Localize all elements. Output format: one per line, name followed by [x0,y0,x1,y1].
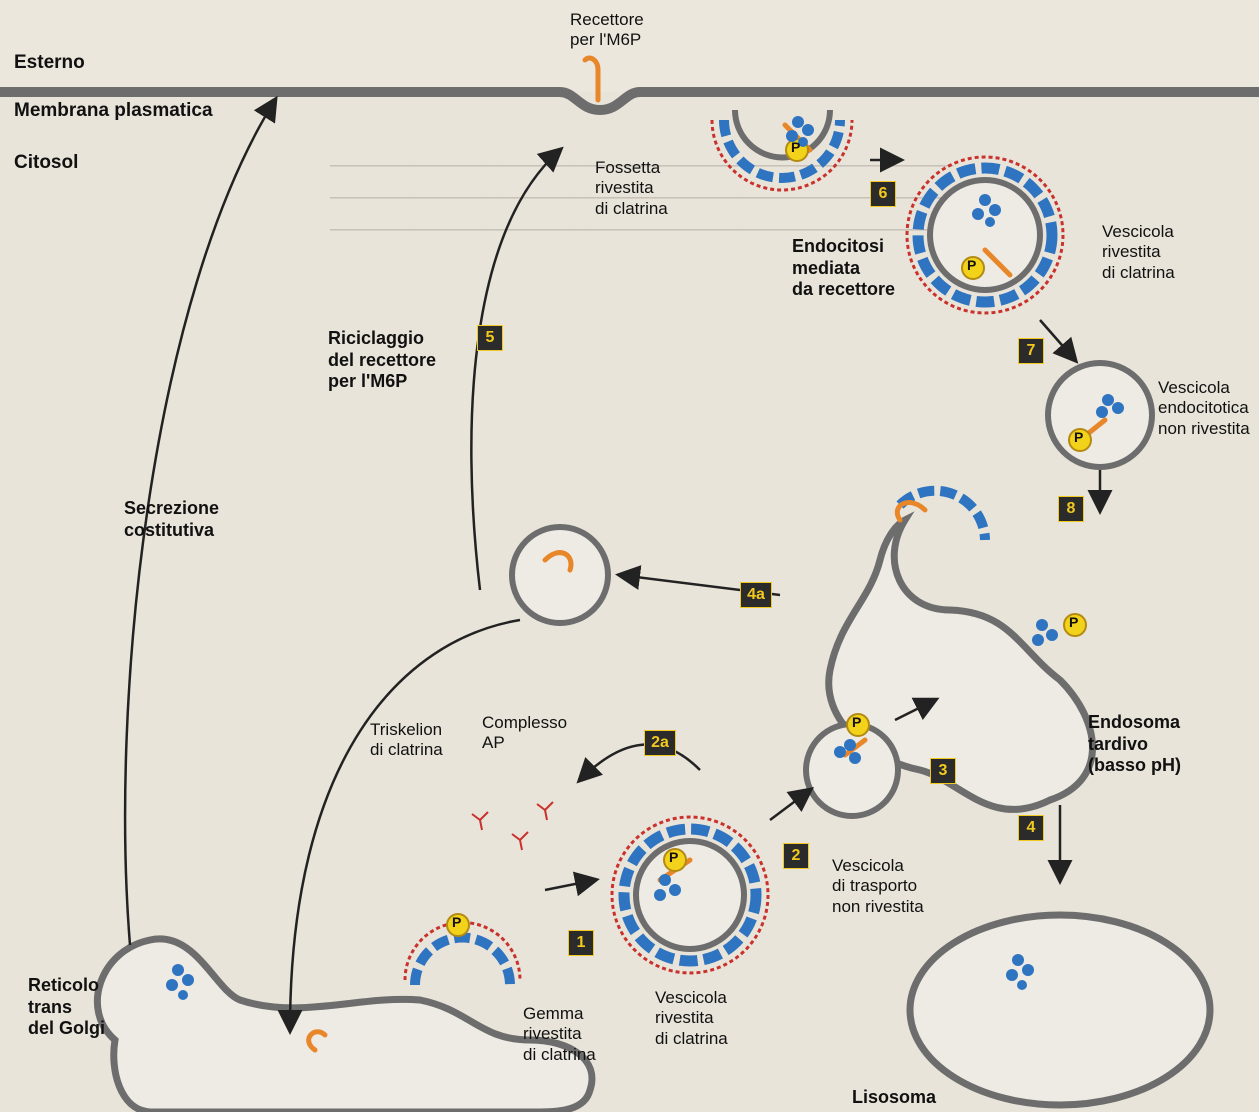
phosphate-label-1: P [791,139,800,156]
label-late-endosome: Endosoma tardivo (basso pH) [1088,712,1181,777]
phosphate-label-3: P [1074,429,1083,446]
phosphate-label-7: P [452,914,461,931]
label-constitutive-secretion: Secrezione costitutiva [124,498,219,541]
arrow-2 [770,790,810,820]
secretion-vesicle [512,527,608,623]
step-2a: 2a [644,730,676,756]
step-3: 3 [930,758,956,784]
label-m6p-receptor: Recettore per l'M6P [570,10,644,51]
endosome-bud-coat [900,491,985,540]
coated-vesicle-bottom [612,817,768,973]
label-coated-pit: Fossetta rivestita di clatrina [595,158,668,219]
label-ap-complex: Complesso AP [482,713,567,754]
phosphate-label-6: P [669,849,678,866]
receptor-endosome [897,503,925,520]
phosphate-label-4: P [1069,614,1078,631]
label-membrane: Membrana plasmatica [14,100,213,122]
label-m6p-recycling: Riciclaggio del recettore per l'M6P [328,328,436,393]
label-cytosol: Citosol [14,152,78,174]
triskelion-1 [472,812,488,830]
step-1: 1 [568,930,594,956]
step-8: 8 [1058,496,1084,522]
arrow-7 [1040,320,1075,360]
arrow-recycle-endosome [471,150,560,590]
arrow-1 [545,880,595,890]
step-7: 7 [1018,338,1044,364]
lysosome-shape [910,915,1210,1105]
step-2: 2 [783,843,809,869]
label-lysosome: Lisosoma [852,1087,936,1109]
label-coated-vesicle-top: Vescicola rivestita di clatrina [1102,222,1175,283]
coated-vesicle-top [907,157,1063,313]
step-4a: 4a [740,582,772,608]
label-exterior: Esterno [14,52,85,74]
label-coated-bud: Gemma rivestita di clatrina [523,1004,596,1065]
label-trans-golgi: Reticolo trans del Golgi [28,975,105,1040]
arrow-constitutive [290,620,520,1030]
step-4: 4 [1018,815,1044,841]
step-6: 6 [870,181,896,207]
arrow-2a [580,745,700,780]
step-5: 5 [477,325,503,351]
label-uncoated-transport: Vescicola di trasporto non rivestita [832,856,924,917]
label-triskelion: Triskelion di clatrina [370,720,443,761]
label-coated-vesicle-bottom: Vescicola rivestita di clatrina [655,988,728,1049]
phosphate-label-5: P [852,714,861,731]
phosphate-label-2: P [967,257,976,274]
label-receptor-endocytosis: Endocitosi mediata da recettore [792,236,895,301]
label-uncoated-endocytic: Vescicola endocitotica non rivestita [1158,378,1250,439]
coated-pit [712,110,852,190]
hydrolase-cluster-4 [1032,619,1058,646]
triskelion-3 [537,802,553,820]
triskelion-2 [512,832,528,850]
transport-vesicle [806,724,898,816]
